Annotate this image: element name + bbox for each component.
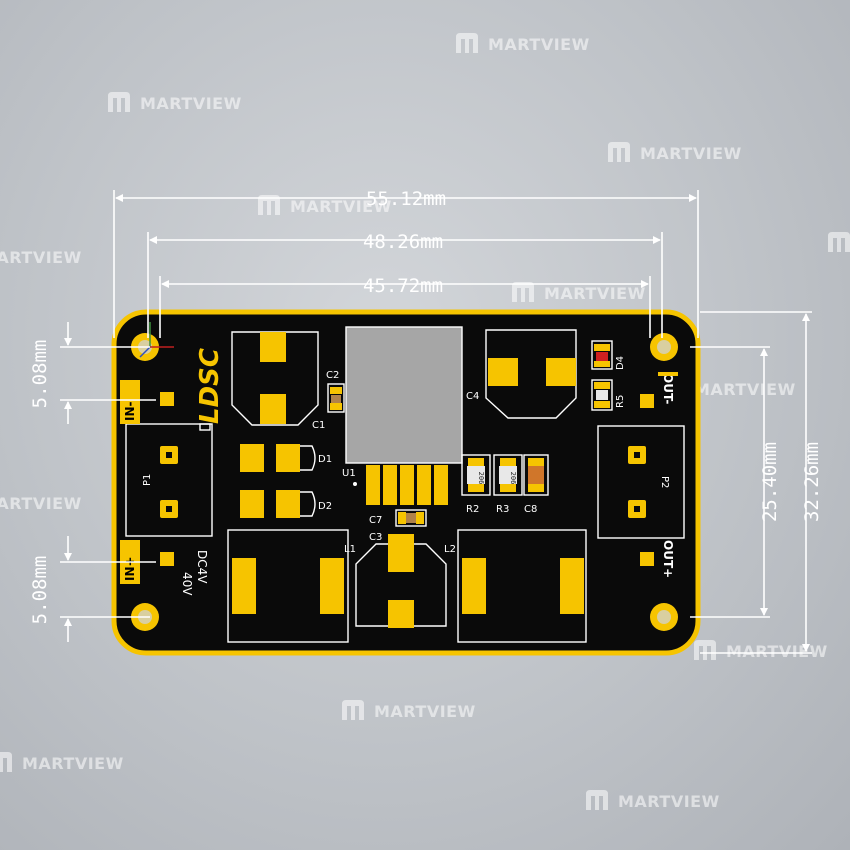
dim-edge-to-hole-top: 5.08mm bbox=[29, 340, 51, 409]
svg-text:MARTVIEW: MARTVIEW bbox=[488, 35, 590, 54]
ref-p2: P2 bbox=[659, 476, 670, 488]
ref-c8: C8 bbox=[524, 504, 537, 515]
dim-hole-spacing-vertical: 25.40mm bbox=[759, 442, 781, 522]
label-in-plus: IN+ bbox=[123, 556, 137, 581]
resistor-r2: 206 R2 bbox=[461, 454, 491, 515]
watermark: MARTVIEW bbox=[108, 92, 242, 113]
ref-p1: P1 bbox=[142, 474, 153, 486]
capacitor-c7: C7 C3 bbox=[369, 509, 427, 543]
ref-d1: D1 bbox=[318, 454, 332, 465]
dim-width-overall: 55.12mm bbox=[366, 188, 446, 210]
diode-d2: D2 bbox=[240, 490, 332, 518]
dim-hole-spacing-inner: 45.72mm bbox=[363, 275, 443, 297]
resistor-r5: R5 bbox=[591, 379, 626, 411]
ref-d2: D2 bbox=[318, 501, 332, 512]
watermark: MARTVIEW bbox=[512, 282, 646, 303]
ref-l1: L1 bbox=[344, 544, 356, 555]
ref-r2: R2 bbox=[466, 504, 479, 515]
watermark: MARTVIEW bbox=[694, 640, 828, 661]
svg-text:MARTVIEW: MARTVIEW bbox=[140, 94, 242, 113]
label-out-plus: OUT+ bbox=[661, 540, 675, 578]
resistor-r3: 206 R3 bbox=[493, 454, 523, 515]
capacitor-c1: C1 bbox=[231, 331, 325, 431]
pcb-board: LDSC P1 IN- IN+ DC4V 40V C1 bbox=[111, 309, 701, 656]
inductor-l2: L2 bbox=[444, 529, 587, 643]
capacitor-c4: C4 bbox=[466, 329, 577, 419]
ref-u1: U1 bbox=[342, 468, 356, 479]
capacitor-c2: C2 bbox=[326, 370, 345, 413]
watermark: MARTVIEW bbox=[828, 232, 850, 252]
watermark: MARTVIEW bbox=[608, 142, 742, 163]
ref-d4: D4 bbox=[615, 356, 626, 370]
output-connector-p2: P2 OUT- OUT+ bbox=[597, 372, 685, 578]
brand-logo-text: LDSC bbox=[195, 348, 225, 424]
dimension-annotations: 55.12mm 48.26mm 45.72mm 32.26mm 25.40mm … bbox=[29, 188, 823, 654]
ref-c1: C1 bbox=[312, 420, 325, 431]
watermark: MARTVIEW bbox=[342, 700, 476, 721]
capacitor-c3 bbox=[355, 534, 447, 628]
dim-hole-spacing-outer: 48.26mm bbox=[363, 231, 443, 253]
svg-text:MARTVIEW: MARTVIEW bbox=[694, 380, 796, 399]
input-rating-line2: 40V bbox=[180, 572, 194, 596]
watermark: MARTVIEW bbox=[0, 248, 82, 267]
svg-text:206: 206 bbox=[509, 472, 517, 485]
watermark: MARTVIEW bbox=[586, 790, 720, 811]
watermark: MARTVIEW bbox=[456, 33, 590, 54]
led-d4: D4 bbox=[591, 340, 626, 370]
svg-text:MARTVIEW: MARTVIEW bbox=[0, 494, 82, 513]
diode-d1: D1 bbox=[240, 444, 332, 472]
svg-text:MARTVIEW: MARTVIEW bbox=[618, 792, 720, 811]
svg-text:MARTVIEW: MARTVIEW bbox=[22, 754, 124, 773]
inductor-l1: L1 bbox=[227, 529, 356, 643]
ref-l2: L2 bbox=[444, 544, 456, 555]
svg-text:MARTVIEW: MARTVIEW bbox=[0, 248, 82, 267]
capacitor-c8: C8 bbox=[523, 454, 549, 515]
label-in-minus: IN- bbox=[123, 401, 137, 421]
ref-r5: R5 bbox=[615, 395, 626, 408]
label-out-minus: OUT- bbox=[661, 373, 675, 404]
ref-c3: C3 bbox=[369, 532, 382, 543]
dim-height-overall: 32.26mm bbox=[801, 442, 823, 522]
ref-c4: C4 bbox=[466, 391, 479, 402]
watermark: MARTVIEW bbox=[662, 378, 796, 399]
svg-text:MARTVIEW: MARTVIEW bbox=[544, 284, 646, 303]
ref-c7: C7 bbox=[369, 515, 382, 526]
regulator-u1: U1 bbox=[342, 326, 463, 505]
ref-r3: R3 bbox=[496, 504, 509, 515]
svg-text:MARTVIEW: MARTVIEW bbox=[374, 702, 476, 721]
dim-edge-to-hole-bottom: 5.08mm bbox=[29, 556, 51, 625]
watermark: MARTVIEW bbox=[0, 494, 82, 513]
svg-text:MARTVIEW: MARTVIEW bbox=[726, 642, 828, 661]
input-rating-line1: DC4V bbox=[195, 550, 209, 584]
svg-text:MARTVIEW: MARTVIEW bbox=[640, 144, 742, 163]
ref-c2: C2 bbox=[326, 370, 339, 381]
origin-axis-icon bbox=[139, 322, 174, 358]
watermark: MARTVIEW bbox=[0, 752, 124, 773]
svg-text:206: 206 bbox=[477, 472, 485, 485]
